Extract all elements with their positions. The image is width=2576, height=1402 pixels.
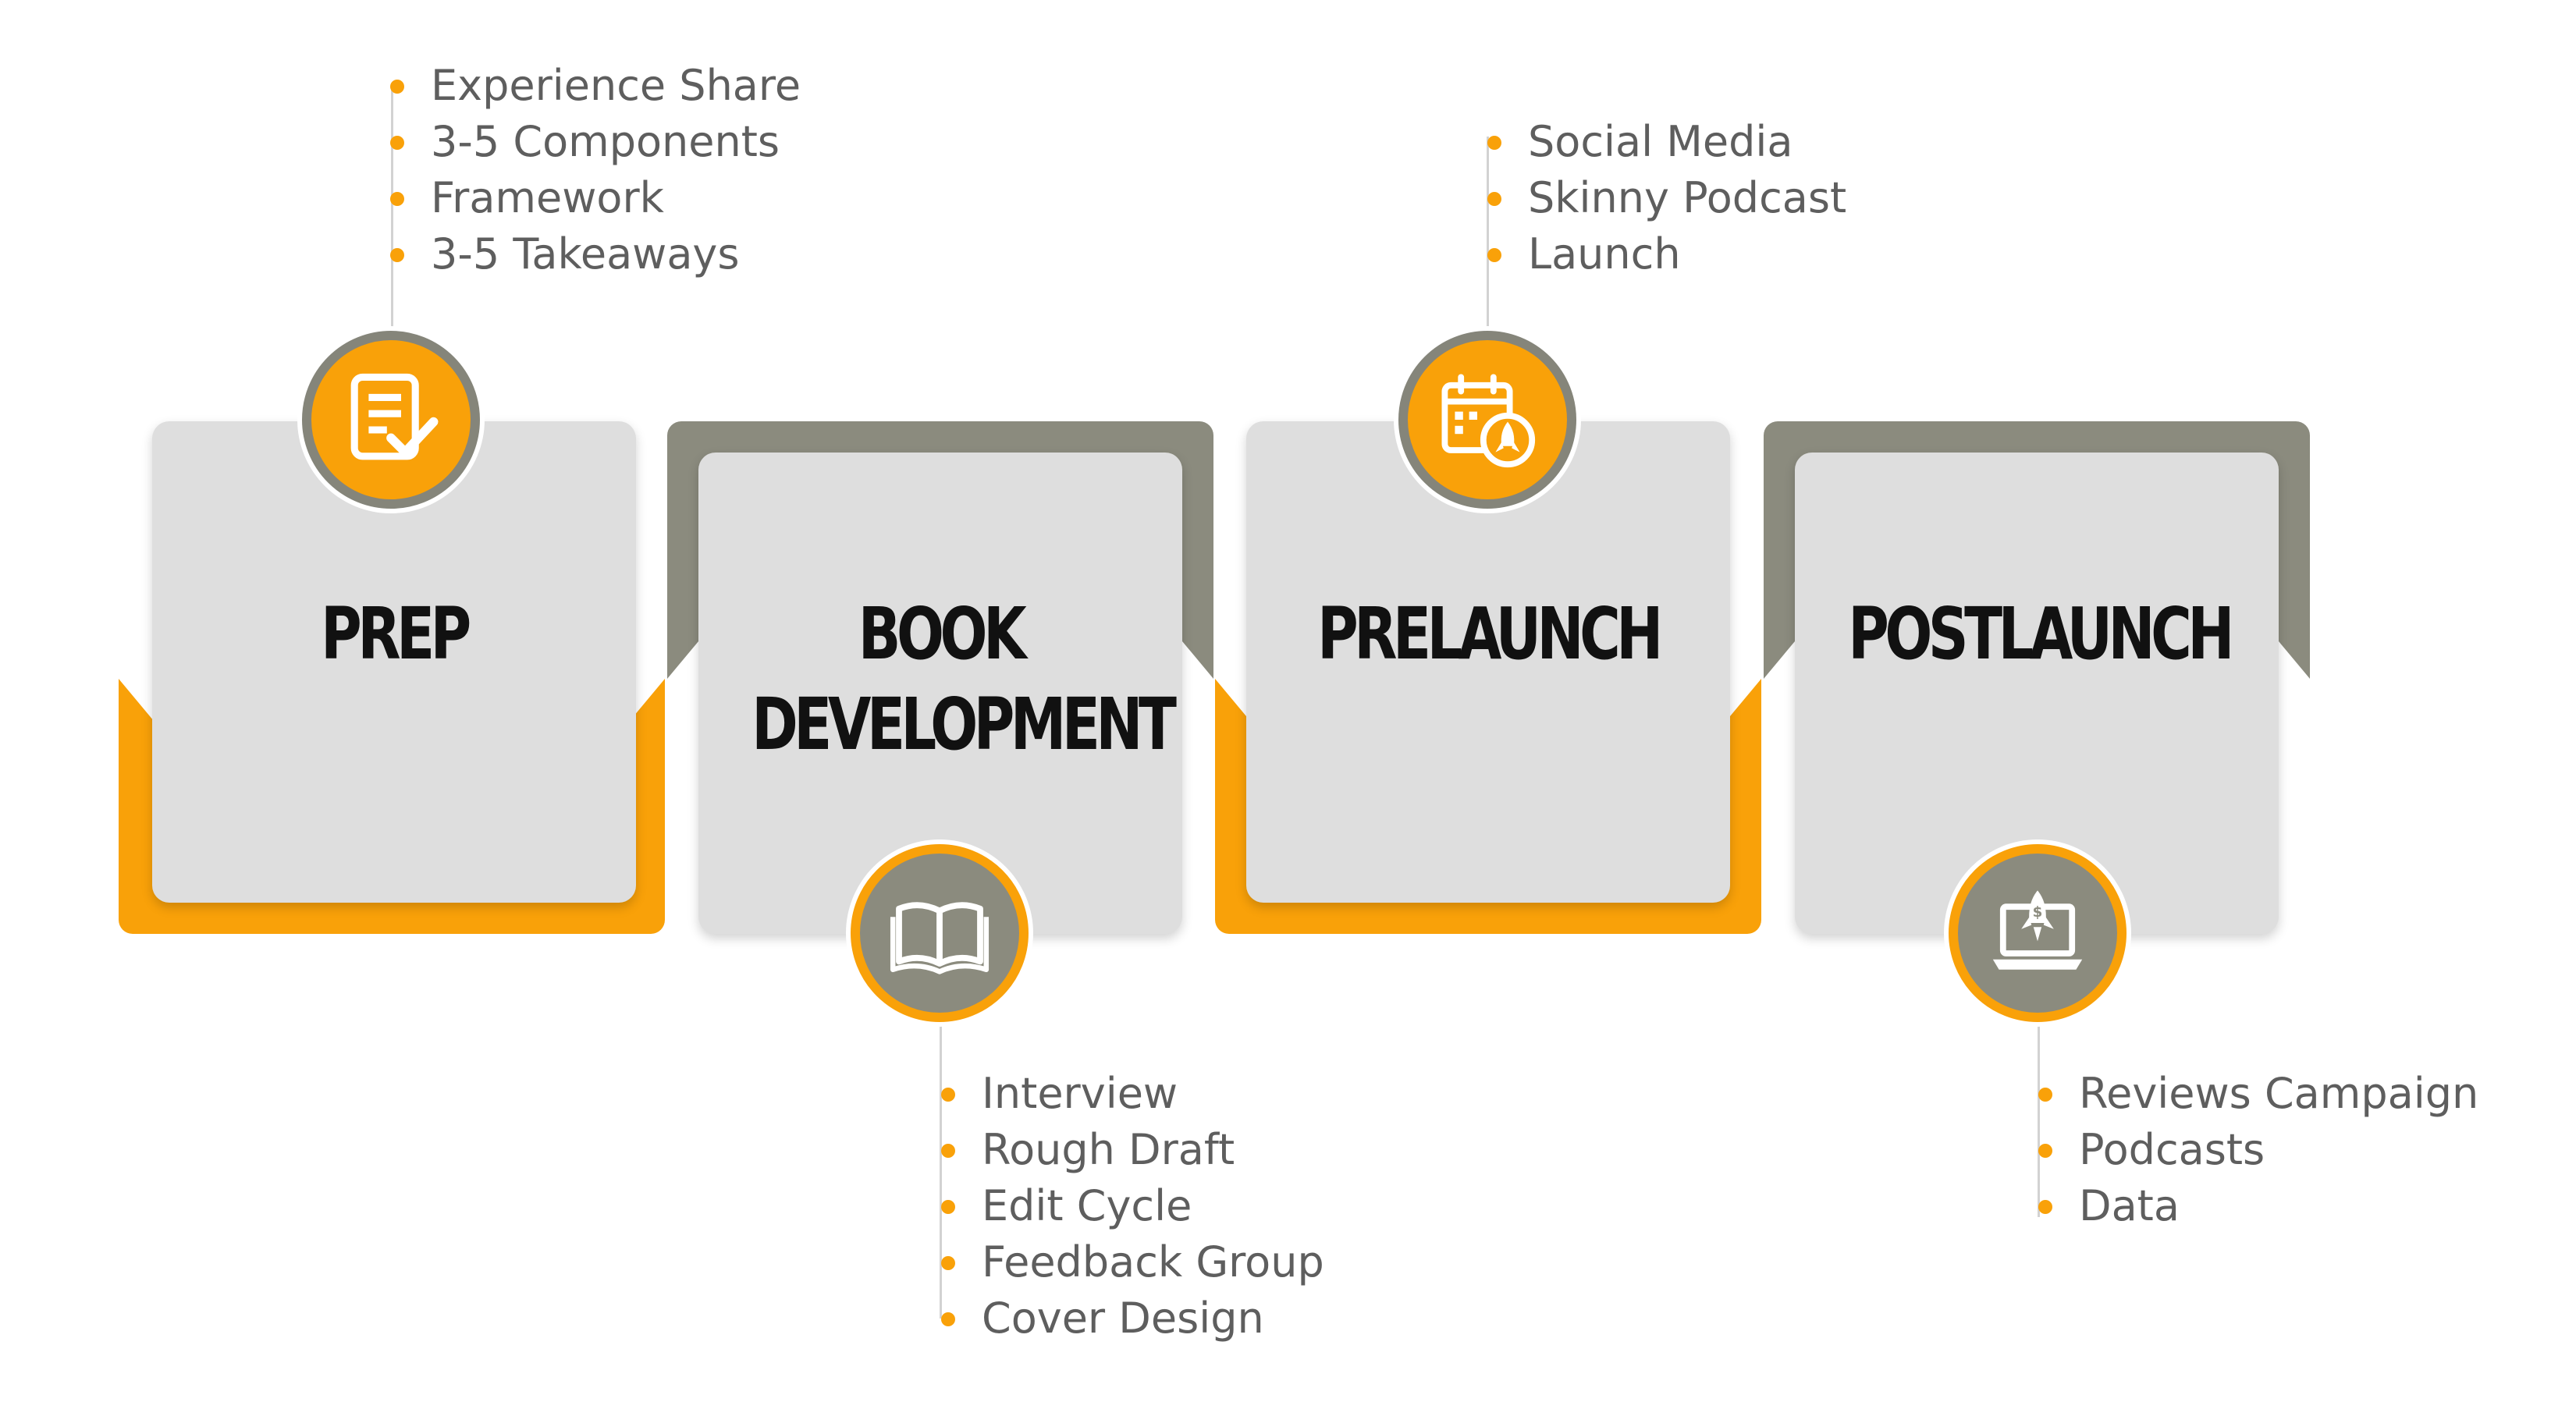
checklist-icon: [350, 373, 439, 460]
list-item: Framework: [390, 170, 801, 226]
list-item: 3-5 Takeaways: [390, 226, 801, 282]
list-item: Launch: [1487, 226, 1846, 282]
list-item: Feedback Group: [941, 1234, 1324, 1290]
prep-badge: [297, 326, 485, 513]
list-item: Cover Design: [941, 1290, 1324, 1347]
prep-title: PREP: [321, 592, 471, 676]
prelaunch-connector: [1487, 137, 1489, 343]
postlaunch-title: POSTLAUNCH: [1848, 592, 2234, 676]
open-book-icon: [890, 902, 990, 974]
book-dev-badge: [846, 839, 1033, 1027]
list-item: Rough Draft: [941, 1122, 1324, 1178]
list-item: Experience Share: [390, 58, 801, 114]
calendar-rocket-icon: [1441, 374, 1536, 468]
list-item: Data: [2038, 1178, 2478, 1234]
postlaunch-bullet-list: Reviews Campaign Podcasts Data: [2038, 1066, 2478, 1234]
list-item: Interview: [941, 1066, 1324, 1122]
list-item: 3-5 Components: [390, 114, 801, 170]
prelaunch-bullet-list: Social Media Skinny Podcast Launch: [1487, 114, 1846, 282]
prelaunch-title: PRELAUNCH: [1317, 592, 1663, 676]
prep-connector: [391, 86, 393, 343]
postlaunch-connector: [2038, 1014, 2040, 1217]
book-dev-card: BOOK DEVELOPMENT: [698, 453, 1182, 934]
postlaunch-badge: $: [1944, 839, 2131, 1027]
list-item: Reviews Campaign: [2038, 1066, 2478, 1122]
laptop-rocket-icon: $: [1992, 890, 2083, 970]
book-dev-connector: [940, 1014, 942, 1319]
list-item: Social Media: [1487, 114, 1846, 170]
list-item: Podcasts: [2038, 1122, 2478, 1178]
svg-text:$: $: [2033, 904, 2043, 921]
list-item: Skinny Podcast: [1487, 170, 1846, 226]
prep-bullet-list: Experience Share 3-5 Components Framewor…: [390, 58, 801, 282]
book-dev-bullet-list: Interview Rough Draft Edit Cycle Feedbac…: [941, 1066, 1324, 1347]
book-dev-title: BOOK DEVELOPMENT: [751, 592, 1177, 766]
prelaunch-badge: [1394, 326, 1581, 513]
list-item: Edit Cycle: [941, 1178, 1324, 1234]
